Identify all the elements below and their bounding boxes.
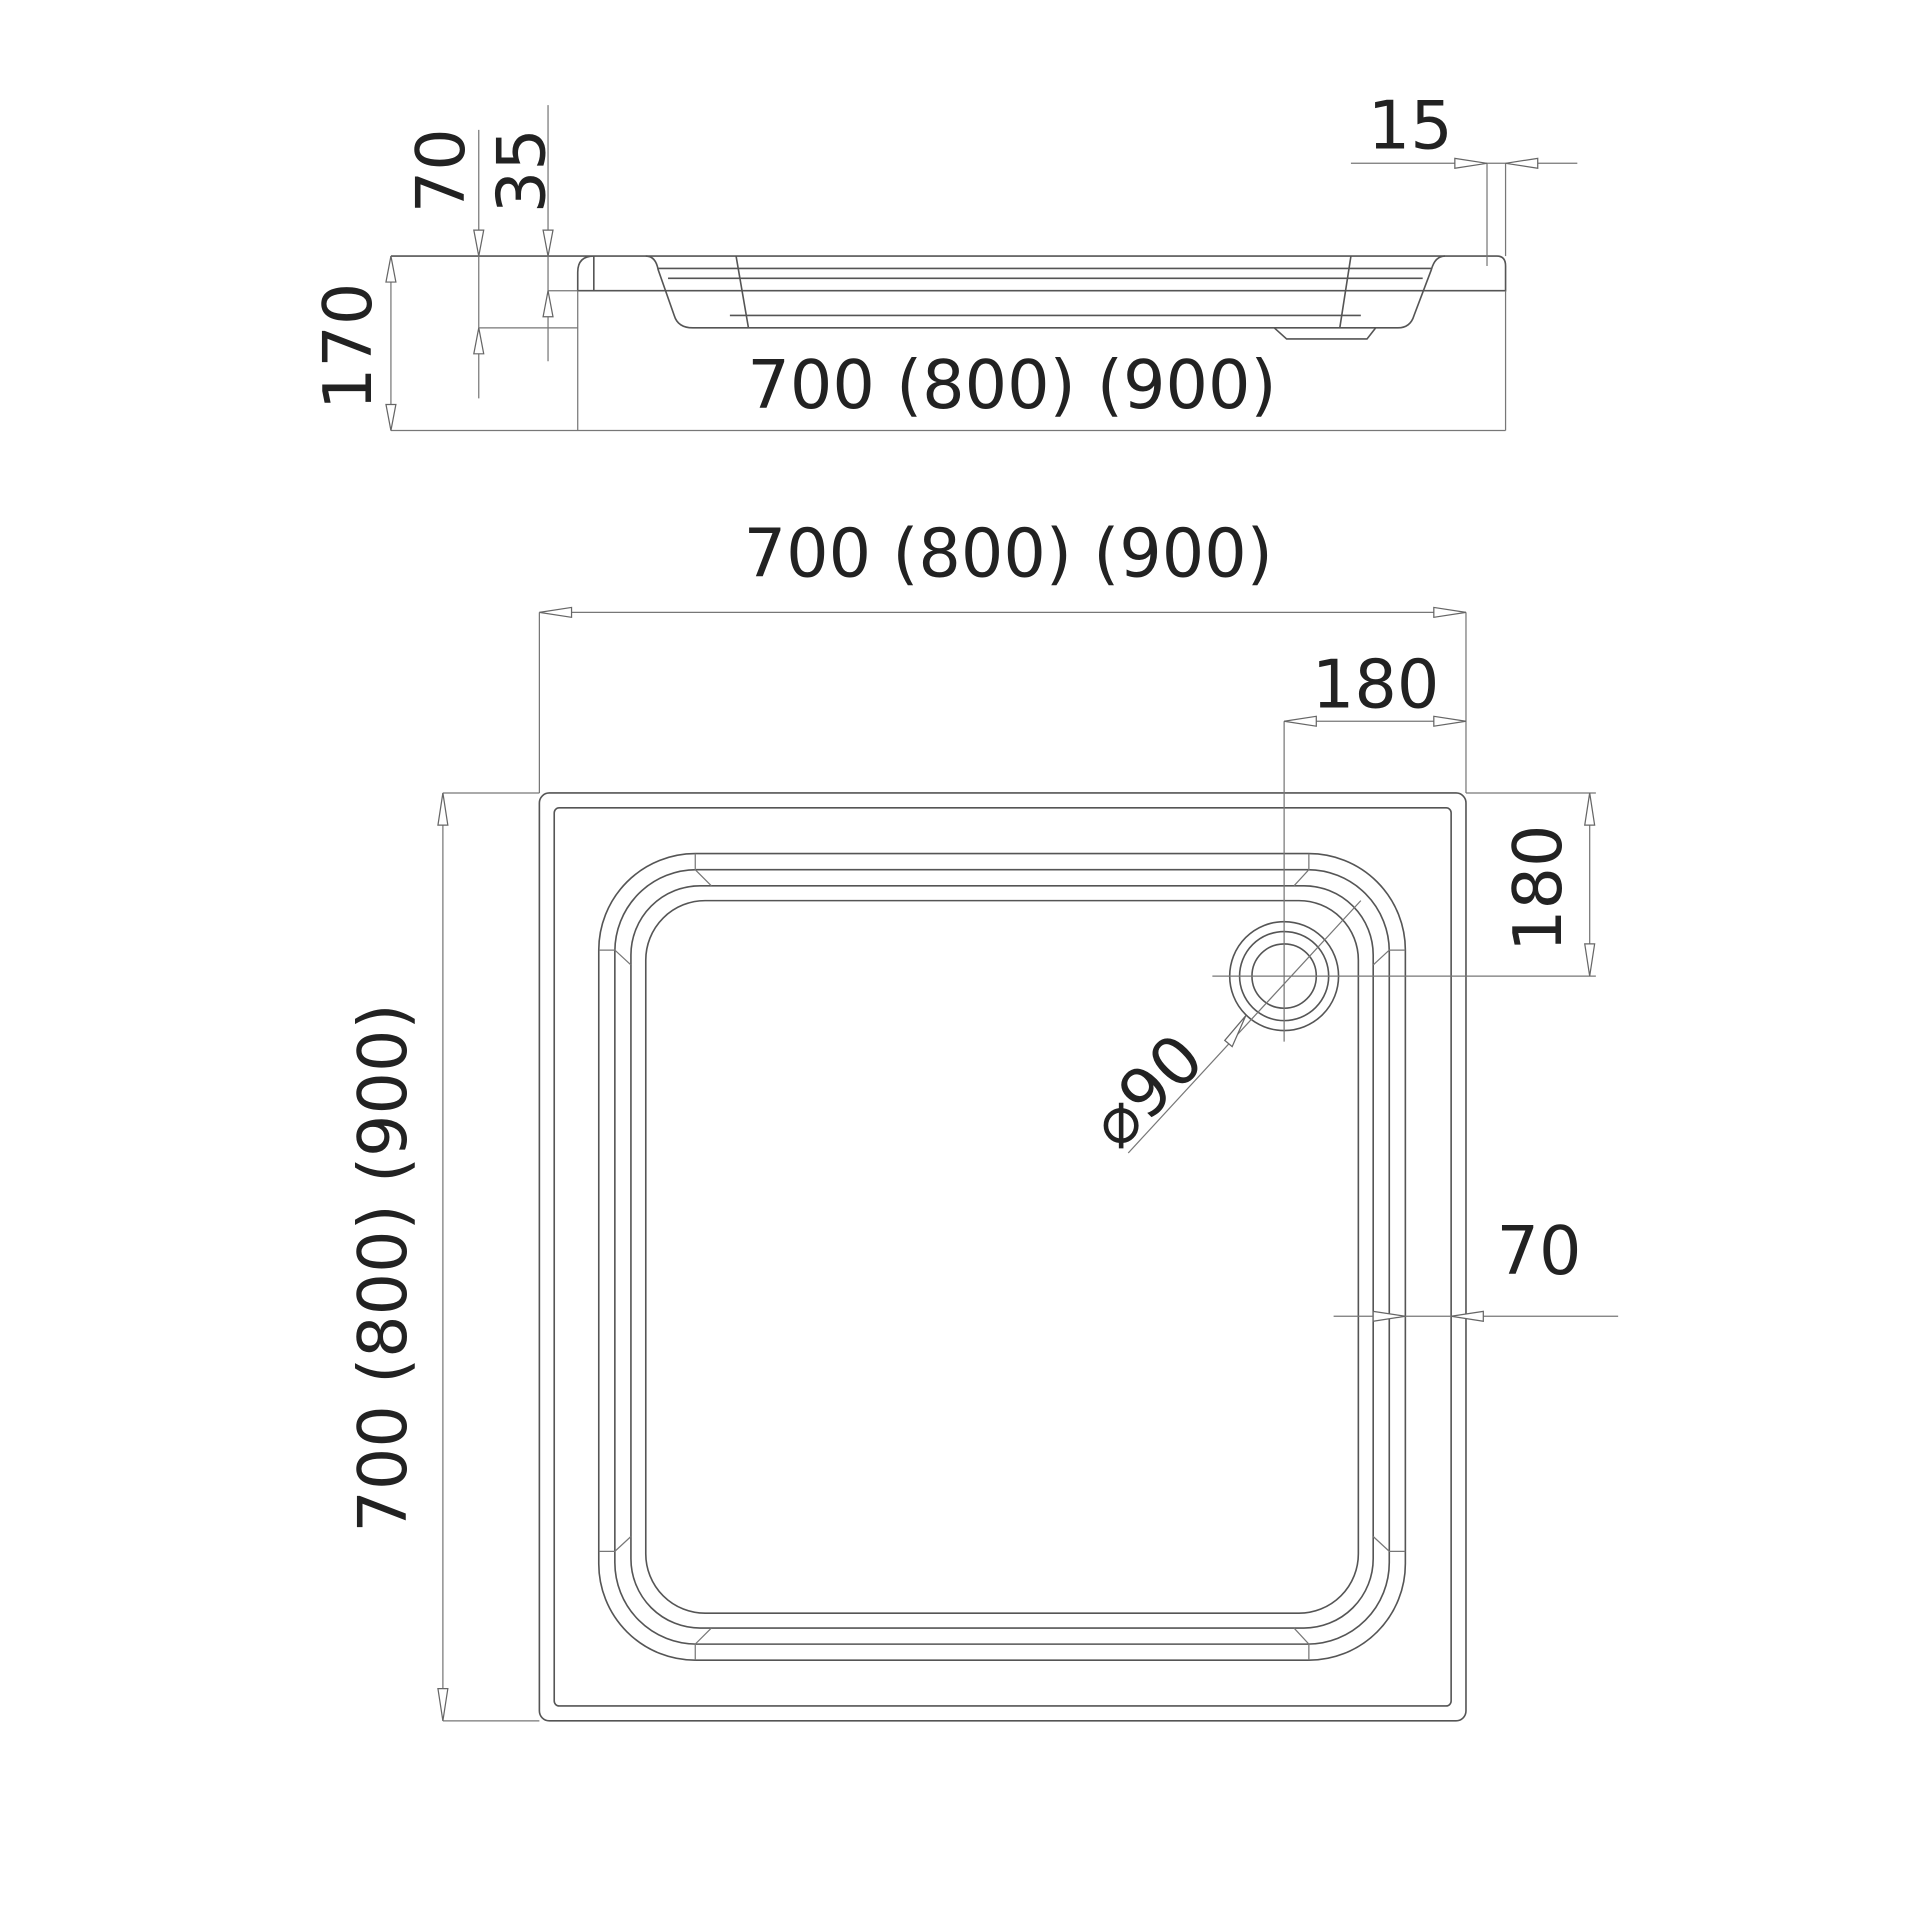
dim-length: 700 (800) (900) bbox=[747, 346, 1276, 424]
dim-drain-offset-x: 180 bbox=[1312, 646, 1440, 724]
dim-depth: 700 (800) (900) bbox=[344, 1003, 422, 1532]
dim-step-height: 70 bbox=[402, 128, 480, 213]
dim-width: 700 (800) (900) bbox=[744, 514, 1273, 592]
side-view: 170 70 35 15 700 (800) (900) bbox=[309, 86, 1578, 432]
dim-drain-diameter: ⌀90 bbox=[1075, 1019, 1219, 1163]
plan-view: 700 (800) (900) 700 (800) (900) 180 180 … bbox=[344, 514, 1619, 1722]
dim-rim-width: 70 bbox=[1496, 1212, 1581, 1290]
dim-drain-offset-y: 180 bbox=[1499, 824, 1577, 952]
dim-total-height: 170 bbox=[309, 283, 387, 411]
dim-rim-overhang: 15 bbox=[1368, 86, 1453, 164]
dim-rim-height: 35 bbox=[482, 128, 560, 213]
